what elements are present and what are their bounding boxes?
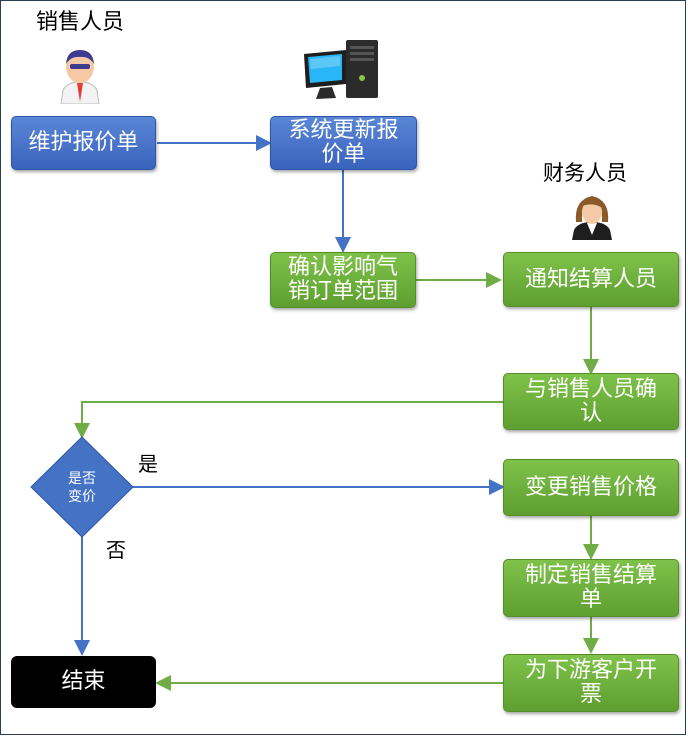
edge-label-yes: 是	[138, 452, 158, 476]
female-user-icon	[572, 196, 612, 240]
male-user-icon	[60, 50, 100, 104]
role-finance-label: 财务人员	[543, 161, 627, 185]
node-invoice: 为下游客户开票	[503, 654, 679, 712]
node-notify-settlement: 通知结算人员	[503, 252, 679, 307]
node-end: 结束	[11, 656, 156, 708]
node-make-settlement: 制定销售结算单	[503, 559, 679, 617]
node-change-price: 变更销售价格	[503, 459, 679, 516]
computer-icon	[304, 40, 378, 99]
role-sales-label: 销售人员	[36, 10, 125, 35]
edge-label-no: 否	[106, 538, 126, 562]
node-maintain-quote: 维护报价单	[11, 116, 156, 170]
node-confirm-with-sales: 与销售人员确认	[503, 373, 679, 430]
decision-diamond	[30, 436, 134, 538]
node-confirm-scope: 确认影响气销订单范围	[270, 252, 416, 308]
edge-confirm-sales-to-decision	[74, 401, 505, 439]
node-system-update: 系统更新报价单	[270, 116, 417, 170]
decision-label: 是否变价	[68, 471, 96, 505]
